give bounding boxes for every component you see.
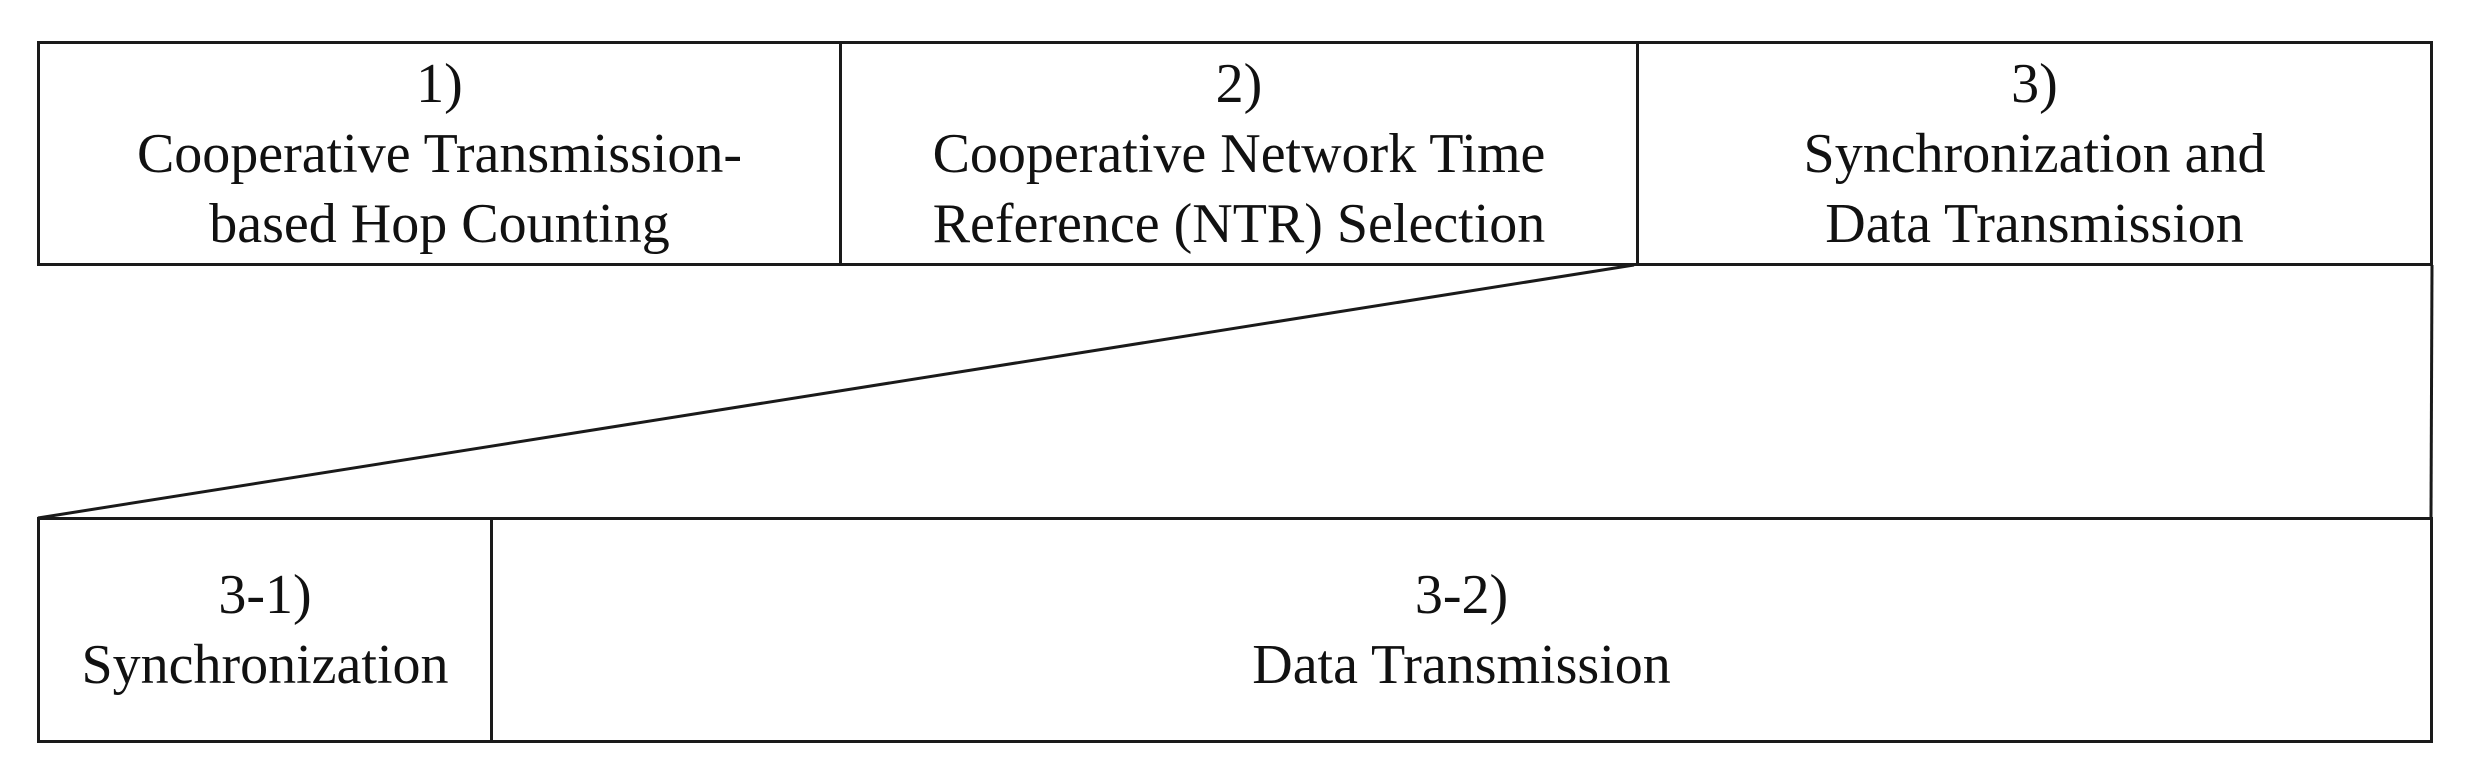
stage-3-box: 3) Synchronization and Data Transmission [1636, 44, 2430, 263]
stage-2-number: 2) [1215, 52, 1263, 115]
stage-2-label-line1: Cooperative Network Time [932, 122, 1546, 185]
stage-1-box: 1) Cooperative Transmission- based Hop C… [40, 44, 839, 263]
substage-3-1-label: Synchronization [81, 634, 449, 696]
substage-3-2-number: 3-2) [1414, 564, 1509, 626]
stage-2-box: 2) Cooperative Network Time Reference (N… [839, 44, 1636, 263]
stage-2-label-line2: Reference (NTR) Selection [932, 192, 1546, 255]
substage-3-1-box: 3-1) Synchronization [40, 520, 490, 740]
stage-1-number: 1) [416, 52, 463, 115]
substage-3-1-number: 3-1) [218, 564, 312, 626]
zoom-connector-right-line [2429, 264, 2434, 519]
stage-3-label-line1: Synchronization and [1803, 122, 2266, 185]
stage-1-label-line1: Cooperative Transmission- [136, 122, 743, 185]
stage-row: 1) Cooperative Transmission- based Hop C… [37, 41, 2433, 266]
substage-3-2-box: 3-2) Data Transmission [490, 520, 2430, 740]
stage-1-label-line2: based Hop Counting [209, 192, 670, 255]
substage-row: 3-1) Synchronization 3-2) Data Transmiss… [37, 517, 2433, 743]
stage-3-number: 3) [2011, 52, 2058, 115]
stage-3-label-line2: Data Transmission [1825, 192, 2244, 255]
substage-3-2-label: Data Transmission [1252, 634, 1671, 696]
zoom-connector-left-line [37, 263, 1635, 520]
